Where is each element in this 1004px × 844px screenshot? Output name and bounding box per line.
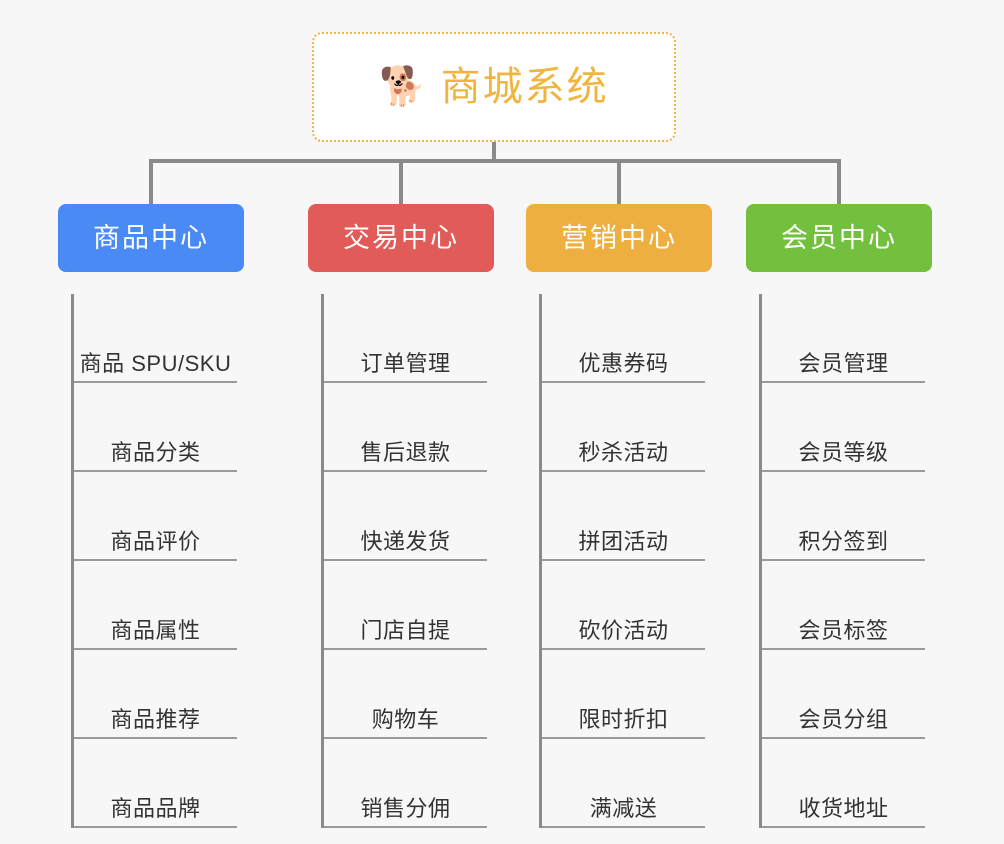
- category-column-trade: 交易中心 订单管理 售后退款 快递发货 门店自提 购物车 销售分佣: [308, 204, 494, 844]
- leaf-label: 会员等级: [798, 439, 889, 465]
- category-column-marketing: 营销中心 优惠券码 秒杀活动 拼团活动 砍价活动 限时折扣 满减送: [526, 204, 712, 844]
- category-header-marketing[interactable]: 营销中心: [526, 204, 712, 272]
- leaf-label: 商品属性: [110, 617, 201, 643]
- leaf-label: 售后退款: [360, 439, 451, 465]
- category-header-product[interactable]: 商品中心: [58, 204, 244, 272]
- list-item[interactable]: 快递发货: [324, 472, 487, 561]
- list-item[interactable]: 满减送: [542, 739, 705, 828]
- list-item[interactable]: 拼团活动: [542, 472, 705, 561]
- list-item[interactable]: 商品属性: [74, 561, 237, 650]
- list-item[interactable]: 门店自提: [324, 561, 487, 650]
- leaf-list-product: 商品 SPU/SKU 商品分类 商品评价 商品属性 商品推荐 商品品牌: [71, 294, 244, 828]
- leaf-label: 商品评价: [110, 528, 201, 554]
- list-item[interactable]: 售后退款: [324, 383, 487, 472]
- root-connector-stem: [492, 142, 496, 163]
- leaf-label: 会员分组: [798, 706, 889, 732]
- category-column-product: 商品中心 商品 SPU/SKU 商品分类 商品评价 商品属性 商品推荐 商品品牌: [58, 204, 244, 844]
- list-item[interactable]: 优惠券码: [542, 294, 705, 383]
- list-item[interactable]: 商品分类: [74, 383, 237, 472]
- leaf-label: 商品品牌: [110, 795, 201, 821]
- root-node[interactable]: 🐕 商城系统: [312, 32, 676, 142]
- category-column-member: 会员中心 会员管理 会员等级 积分签到 会员标签 会员分组 收货地址: [746, 204, 932, 844]
- leaf-label: 会员管理: [798, 350, 889, 376]
- list-item[interactable]: 商品推荐: [74, 650, 237, 739]
- leaf-label: 积分签到: [798, 528, 889, 554]
- category-header-label: 会员中心: [781, 222, 897, 253]
- connector-drop-2: [399, 159, 403, 205]
- leaf-label: 门店自提: [360, 617, 451, 643]
- list-item[interactable]: 砍价活动: [542, 561, 705, 650]
- list-item[interactable]: 商品 SPU/SKU: [74, 294, 237, 383]
- list-item[interactable]: 订单管理: [324, 294, 487, 383]
- leaf-list-marketing: 优惠券码 秒杀活动 拼团活动 砍价活动 限时折扣 满减送: [539, 294, 712, 828]
- list-item[interactable]: 秒杀活动: [542, 383, 705, 472]
- category-header-trade[interactable]: 交易中心: [308, 204, 494, 272]
- connector-bus: [149, 159, 841, 163]
- leaf-label: 拼团活动: [578, 528, 669, 554]
- connector-drop-1: [149, 159, 153, 205]
- list-item[interactable]: 会员等级: [762, 383, 925, 472]
- list-item[interactable]: 限时折扣: [542, 650, 705, 739]
- list-item[interactable]: 商品评价: [74, 472, 237, 561]
- leaf-list-member: 会员管理 会员等级 积分签到 会员标签 会员分组 收货地址: [759, 294, 932, 828]
- leaf-label: 秒杀活动: [578, 439, 669, 465]
- list-item[interactable]: 销售分佣: [324, 739, 487, 828]
- leaf-label: 商品推荐: [110, 706, 201, 732]
- root-title: 商城系统: [440, 65, 609, 109]
- leaf-label: 购物车: [371, 706, 440, 732]
- shiba-dog-face-icon: 🐕: [379, 66, 427, 108]
- leaf-list-trade: 订单管理 售后退款 快递发货 门店自提 购物车 销售分佣: [321, 294, 494, 828]
- list-item[interactable]: 收货地址: [762, 739, 925, 828]
- list-item[interactable]: 会员标签: [762, 561, 925, 650]
- leaf-label: 会员标签: [798, 617, 889, 643]
- leaf-label: 砍价活动: [578, 617, 669, 643]
- category-header-label: 营销中心: [561, 222, 677, 253]
- leaf-label: 收货地址: [798, 795, 889, 821]
- list-item[interactable]: 会员分组: [762, 650, 925, 739]
- leaf-label: 商品 SPU/SKU: [79, 350, 232, 376]
- leaf-label: 快递发货: [360, 528, 451, 554]
- list-item[interactable]: 会员管理: [762, 294, 925, 383]
- category-header-member[interactable]: 会员中心: [746, 204, 932, 272]
- leaf-label: 优惠券码: [578, 350, 669, 376]
- leaf-label: 限时折扣: [578, 706, 669, 732]
- leaf-label: 商品分类: [110, 439, 201, 465]
- list-item[interactable]: 商品品牌: [74, 739, 237, 828]
- connector-drop-4: [837, 159, 841, 205]
- leaf-label: 满减送: [589, 795, 658, 821]
- category-header-label: 交易中心: [343, 222, 459, 253]
- list-item[interactable]: 积分签到: [762, 472, 925, 561]
- connector-drop-3: [617, 159, 621, 205]
- leaf-label: 订单管理: [360, 350, 451, 376]
- list-item[interactable]: 购物车: [324, 650, 487, 739]
- leaf-label: 销售分佣: [360, 795, 451, 821]
- category-header-label: 商品中心: [93, 222, 209, 253]
